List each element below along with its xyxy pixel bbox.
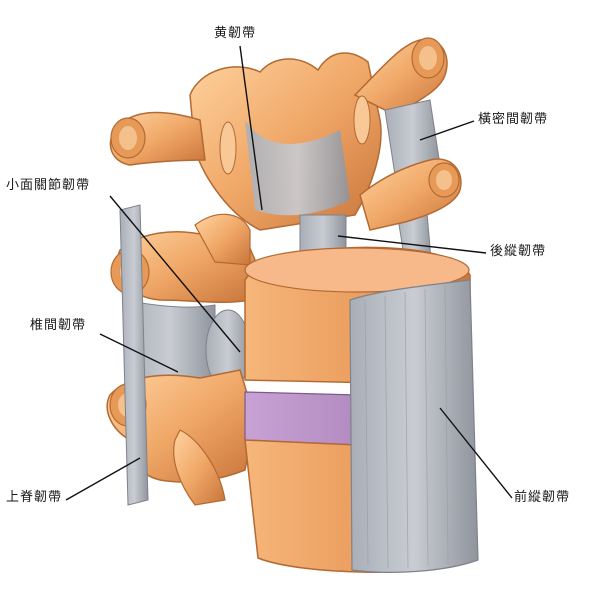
leader-ligamentum-flavum — [239, 45, 263, 211]
supraspinous-ligament-shape — [119, 204, 149, 506]
leader-anterior-longitudinal — [439, 407, 513, 499]
label-anterior-longitudinal-ligament: 前縱韌帶 — [514, 490, 571, 505]
leader-posterior-longitudinal — [337, 235, 487, 254]
label-posterior-longitudinal-ligament: 後縱韌帶 — [490, 244, 547, 259]
ligamentum-flavum-shape — [245, 120, 350, 216]
label-interspinous-ligament: 椎間韌帶 — [30, 318, 87, 333]
upper-vertebra-arch — [109, 37, 448, 231]
leader-lines — [65, 45, 513, 501]
label-ligamentum-flavum: 黄韌帶 — [214, 26, 257, 41]
label-supraspinous-ligament: 上脊韌帶 — [6, 490, 63, 505]
label-intertransverse-ligament: 橫密間韌帶 — [478, 112, 549, 127]
anterior-longitudinal-ligament-shape — [349, 279, 479, 573]
label-facet-joint-ligament: 小面關節韌帶 — [6, 178, 91, 193]
leader-supraspinous — [65, 457, 141, 501]
leader-intertransverse — [419, 120, 475, 141]
leader-interspinous — [99, 333, 179, 373]
leader-facet — [109, 195, 241, 353]
